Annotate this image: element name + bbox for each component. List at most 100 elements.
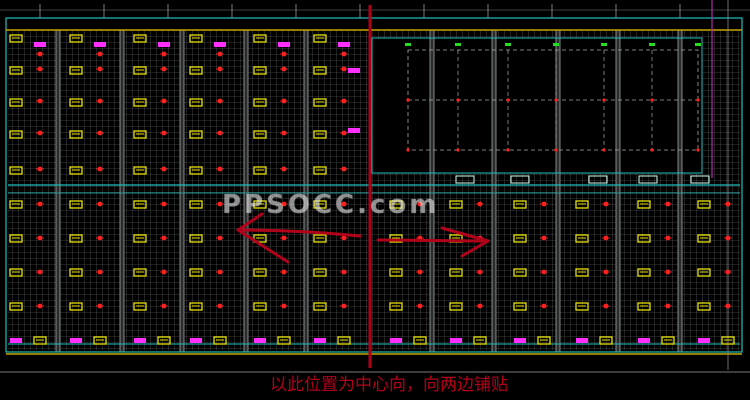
yellow-fixture <box>313 34 327 43</box>
room-green-marker <box>695 43 701 46</box>
magenta-fixture <box>450 338 462 343</box>
yellow-fixture <box>449 200 463 209</box>
yellow-fixture <box>389 234 403 243</box>
magenta-fixture <box>514 338 526 343</box>
yellow-fixture <box>413 336 427 345</box>
room-red-dot <box>602 148 606 152</box>
yellow-fixture <box>133 234 147 243</box>
yellow-fixture <box>133 34 147 43</box>
yellow-fixture <box>69 130 83 139</box>
yellow-fixture <box>133 302 147 311</box>
panel-strip <box>55 29 61 353</box>
room-green-marker <box>455 43 461 46</box>
annotation-caption: 以此位置为中心向，向两边铺贴 <box>270 375 508 395</box>
yellow-fixture <box>575 234 589 243</box>
yellow-fixture <box>189 166 203 175</box>
yellow-fixture <box>69 34 83 43</box>
yellow-fixture <box>189 200 203 209</box>
room-outline <box>371 37 703 174</box>
yellow-fixture <box>389 302 403 311</box>
room-red-dot <box>554 148 558 152</box>
yellow-fixture <box>721 336 735 345</box>
room-red-dot <box>506 148 510 152</box>
room-red-dot <box>696 148 700 152</box>
yellow-fixture <box>513 302 527 311</box>
yellow-fixture <box>189 34 203 43</box>
yellow-fixture <box>449 302 463 311</box>
room-green-marker <box>649 43 655 46</box>
yellow-fixture <box>537 336 551 345</box>
magenta-fixture <box>638 338 650 343</box>
magenta-fixture <box>390 338 402 343</box>
yellow-fixture <box>69 98 83 107</box>
room-green-marker <box>505 43 511 46</box>
yellow-fixture <box>9 200 23 209</box>
magenta-fixture <box>348 128 360 133</box>
room-red-dot <box>696 98 700 102</box>
yellow-fixture <box>599 336 613 345</box>
panel-strip <box>119 29 125 353</box>
magenta-fixture <box>254 338 266 343</box>
yellow-fixture <box>9 98 23 107</box>
room-edge-fixture <box>638 175 658 184</box>
room-edge-fixture <box>690 175 710 184</box>
yellow-fixture <box>697 200 711 209</box>
yellow-fixture <box>513 200 527 209</box>
yellow-fixture <box>213 336 227 345</box>
yellow-fixture <box>697 302 711 311</box>
yellow-fixture <box>253 200 267 209</box>
yellow-fixture <box>189 98 203 107</box>
magenta-fixture <box>70 338 82 343</box>
yellow-fixture <box>69 66 83 75</box>
yellow-fixture <box>389 268 403 277</box>
room-edge-fixture <box>588 175 608 184</box>
panel-strip <box>555 29 561 353</box>
yellow-fixture <box>189 302 203 311</box>
magenta-fixture <box>698 338 710 343</box>
yellow-fixture <box>253 66 267 75</box>
yellow-fixture <box>513 268 527 277</box>
room-edge-fixture <box>510 175 530 184</box>
yellow-fixture <box>133 166 147 175</box>
yellow-fixture <box>189 268 203 277</box>
room-red-dot <box>506 98 510 102</box>
yellow-fixture <box>313 302 327 311</box>
yellow-fixture <box>661 336 675 345</box>
yellow-fixture <box>69 166 83 175</box>
yellow-fixture <box>133 130 147 139</box>
panel-strip <box>179 29 185 353</box>
room-green-marker <box>553 43 559 46</box>
yellow-fixture <box>253 34 267 43</box>
watermark: PPSOCC.com <box>222 190 440 220</box>
yellow-fixture <box>637 200 651 209</box>
yellow-fixture <box>253 98 267 107</box>
yellow-fixture <box>133 98 147 107</box>
yellow-fixture <box>513 234 527 243</box>
room-red-dot <box>650 148 654 152</box>
yellow-fixture <box>575 302 589 311</box>
panel-strip <box>677 29 683 353</box>
yellow-fixture <box>69 200 83 209</box>
yellow-fixture <box>697 268 711 277</box>
yellow-fixture <box>697 234 711 243</box>
room-detail <box>371 37 710 184</box>
room-red-dot <box>554 98 558 102</box>
yellow-fixture <box>575 200 589 209</box>
magenta-fixture <box>348 68 360 73</box>
magenta-fixture <box>158 42 170 47</box>
yellow-fixture <box>575 268 589 277</box>
yellow-fixture <box>69 234 83 243</box>
yellow-fixture <box>473 336 487 345</box>
room-block <box>372 38 702 173</box>
magenta-fixture <box>338 42 350 47</box>
magenta-fixture <box>214 42 226 47</box>
magenta-fixture <box>94 42 106 47</box>
right-arrow-icon <box>376 226 490 258</box>
yellow-fixture <box>9 234 23 243</box>
yellow-fixture <box>157 336 171 345</box>
yellow-fixture <box>189 234 203 243</box>
outer-border <box>5 17 743 353</box>
yellow-fixture <box>313 166 327 175</box>
yellow-fixture <box>313 234 327 243</box>
